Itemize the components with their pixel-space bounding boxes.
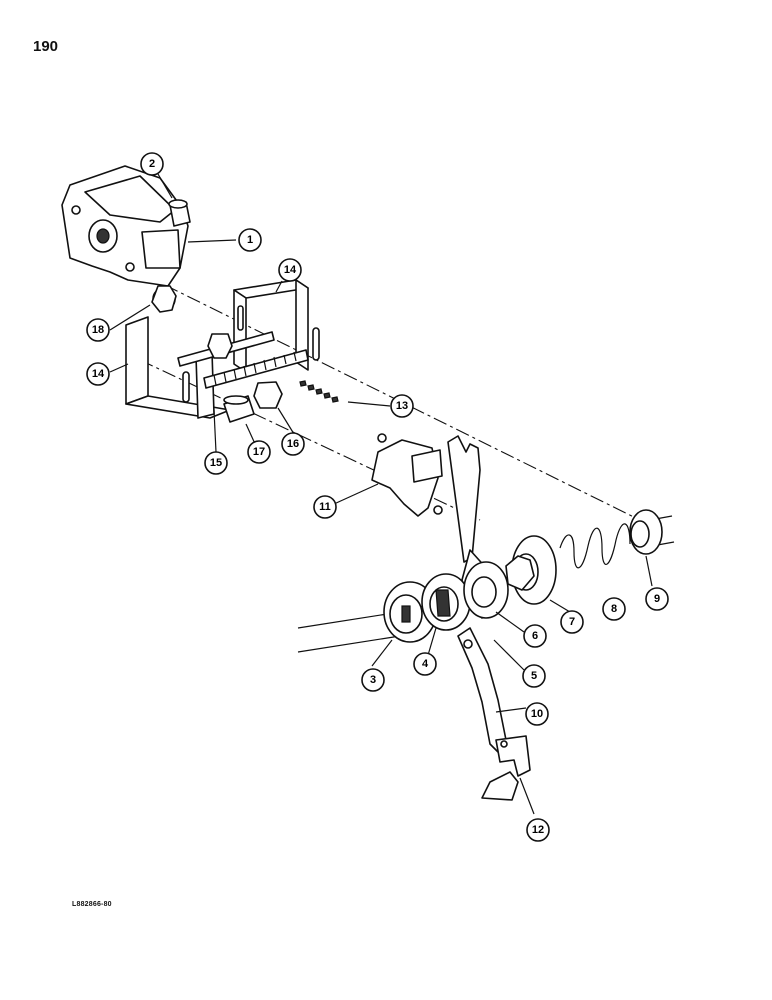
callout-4-label: 4	[422, 658, 429, 670]
housing-part	[61, 165, 189, 287]
callout-1-label: 1	[247, 234, 253, 246]
pivot-bracket	[371, 433, 443, 517]
foot-bracket	[481, 735, 531, 801]
callout-6-label: 6	[532, 630, 538, 642]
bracket-left	[125, 316, 231, 419]
callout-1: 1	[238, 228, 262, 252]
callout-2-label: 2	[149, 158, 155, 170]
callout-6: 6	[523, 624, 547, 648]
callout-17: 17	[247, 440, 271, 464]
callout-14-upper-label: 14	[284, 264, 297, 276]
callout-10: 10	[525, 702, 549, 726]
callout-18: 18	[86, 318, 110, 342]
page-number: 190	[33, 38, 59, 55]
callout-8-label: 8	[611, 603, 617, 615]
star-knob-lower	[253, 381, 283, 409]
callout-15-label: 15	[210, 457, 222, 469]
callout-14-lower-label: 14	[92, 368, 105, 380]
callout-7-label: 7	[569, 616, 575, 628]
callout-14-upper: 14	[278, 258, 302, 282]
callout-2: 2	[140, 152, 164, 176]
sprocket-part	[505, 535, 557, 605]
drawing-code: L882866-80	[72, 901, 112, 908]
callout-13-label: 13	[396, 400, 408, 412]
callout-14-lower: 14	[86, 362, 110, 386]
callout-7: 7	[560, 610, 584, 634]
callout-12-label: 12	[532, 824, 544, 836]
end-collar-part	[629, 509, 663, 555]
chain-part	[299, 380, 339, 403]
sleeve-part	[223, 395, 255, 423]
spring-part	[559, 523, 631, 569]
callout-3-label: 3	[370, 674, 376, 686]
star-knob-middle	[207, 333, 233, 359]
star-knob-upper	[151, 285, 177, 313]
callout-5-label: 5	[531, 670, 537, 682]
callout-17-label: 17	[253, 446, 265, 458]
callout-labels: 1 2 3 4 5 6 7 8 9 10 11 12 13 14 14 15 1…	[86, 152, 669, 842]
callout-15: 15	[204, 451, 228, 475]
callout-9: 9	[645, 587, 669, 611]
callout-12: 12	[526, 818, 550, 842]
callout-10-label: 10	[531, 708, 543, 720]
callout-8: 8	[602, 597, 626, 621]
callout-4: 4	[413, 652, 437, 676]
callout-13: 13	[390, 394, 414, 418]
callout-16: 16	[281, 432, 305, 456]
collar-part	[421, 573, 471, 631]
leader-lines	[109, 173, 653, 815]
clutch-hub	[463, 561, 509, 619]
bracket-right	[233, 279, 320, 373]
callout-11: 11	[313, 495, 337, 519]
callout-11-label: 11	[319, 501, 331, 513]
callout-18-label: 18	[92, 324, 104, 336]
callout-16-label: 16	[287, 438, 299, 450]
bushing-part	[168, 199, 191, 227]
callout-3: 3	[361, 668, 385, 692]
callout-9-label: 9	[654, 593, 660, 605]
callout-5: 5	[522, 664, 546, 688]
